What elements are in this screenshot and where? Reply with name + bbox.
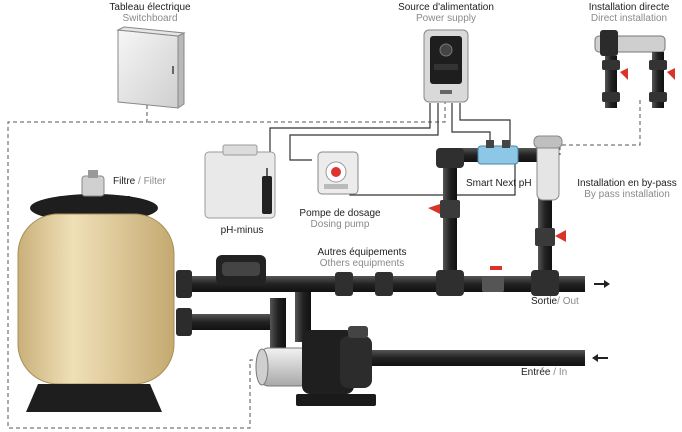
in-en: In (558, 367, 568, 378)
valve-handles (428, 204, 566, 270)
ph-minus-container (204, 144, 276, 219)
valve-handle-left (428, 204, 440, 214)
multiport-valve (216, 255, 266, 285)
label-switchboard: Tableau électrique Switchboard (104, 2, 196, 24)
power-supply-fr: Source d'alimentation (398, 2, 494, 13)
in-fr: Entrée (521, 367, 551, 378)
label-in: Entrée / In (521, 367, 567, 378)
in-sep: / (550, 367, 559, 378)
filter-fr: Filtre (113, 176, 136, 187)
switchboard-fr: Tableau électrique (109, 2, 191, 13)
dosing-pump-en: Dosing pump (310, 219, 370, 230)
ph-minus-text: pH-minus (220, 225, 264, 236)
switchboard-en: Switchboard (122, 13, 178, 24)
filter-tank (17, 170, 175, 412)
plumbing-pipes (176, 148, 585, 366)
filter-sep: / (135, 176, 144, 187)
bypass-installation-fr: Installation en by-pass (577, 178, 677, 189)
valve-handle-right (555, 230, 566, 242)
smart-next-ph-sensor (477, 140, 519, 165)
bypass-installation-en: By pass installation (584, 189, 670, 200)
dosing-pump (317, 151, 359, 195)
switchboard-cabinet (116, 26, 186, 109)
electrical-dashed-lines (7, 100, 641, 429)
dosing-pump-fr: Pompe de dosage (299, 208, 381, 219)
label-bypass-installation: Installation en by-pass By pass installa… (574, 178, 680, 200)
direct-installation-fr: Installation directe (588, 2, 670, 13)
smart-next-ph-text: Smart Next pH (466, 178, 532, 189)
label-filter: Filtre / Filter (113, 176, 166, 187)
valve-handle-main (490, 266, 502, 270)
label-smart-next-ph: Smart Next pH (466, 178, 532, 189)
power-supply-unit (423, 29, 469, 103)
filter-en: Filter (143, 176, 166, 187)
label-out: Sortie/ Out (531, 296, 579, 307)
power-cables (269, 103, 516, 196)
label-ph-minus: pH-minus (214, 225, 270, 236)
label-power-supply: Source d'alimentation Power supply (386, 2, 506, 24)
label-others-equipments: Autres équipements Others equipments (306, 247, 418, 269)
out-en: Out (562, 296, 579, 307)
others-equipments-fr: Autres équipements (317, 247, 407, 258)
bypass-filter-body (533, 135, 563, 201)
others-equipments-en: Others equipments (319, 258, 405, 269)
label-dosing-pump: Pompe de dosage Dosing pump (292, 208, 388, 230)
label-direct-installation: Installation directe Direct installation (578, 2, 680, 24)
direct-installation-en: Direct installation (590, 13, 668, 24)
flow-arrows (592, 280, 610, 362)
out-fr: Sortie (531, 296, 558, 307)
out-sep: / (557, 296, 563, 307)
pool-pump (255, 326, 376, 406)
power-supply-en: Power supply (415, 13, 477, 24)
direct-installation-pipes (594, 30, 675, 108)
